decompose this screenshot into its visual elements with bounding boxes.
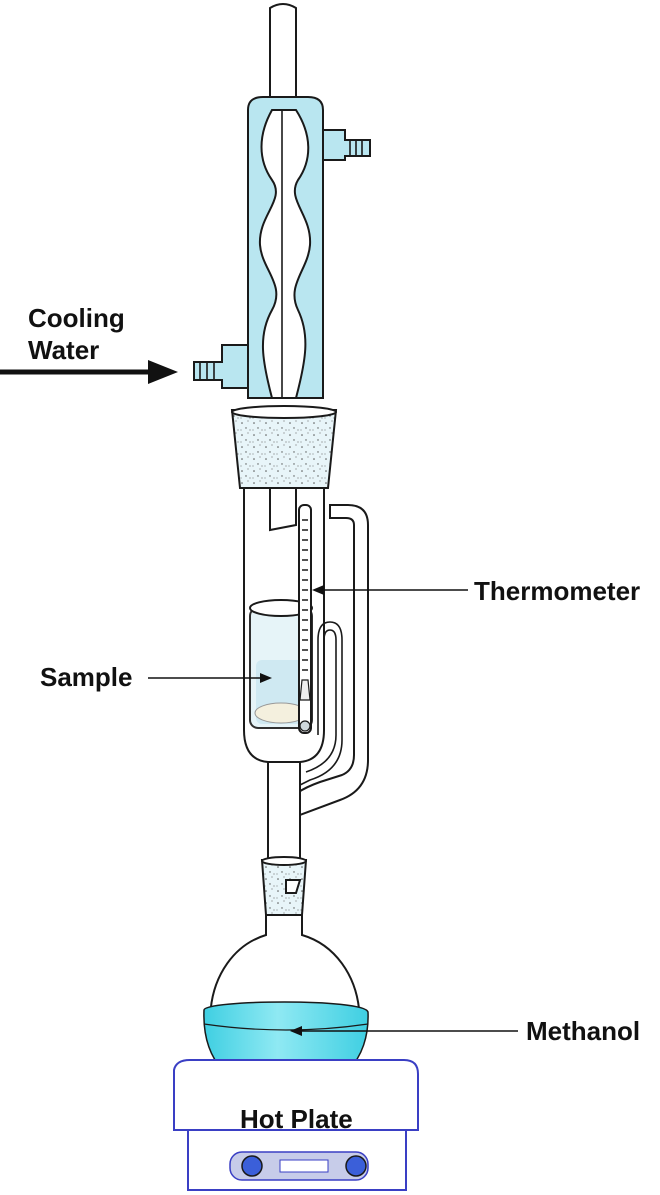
condenser-inner-tube-top: [269, 3, 297, 111]
hot-plate-knob-left: [241, 1155, 263, 1177]
methanol-meniscus: [203, 1023, 369, 1031]
water-outlet-arm: [322, 129, 371, 161]
methanol-pointer-head: [290, 1026, 302, 1036]
thermometer: [298, 504, 312, 734]
hot-plate-top: [173, 1059, 419, 1131]
lower-ground-glass-joint: [260, 859, 308, 916]
thermometer-adapter: [299, 679, 311, 701]
cooling-water-label-line1: Cooling: [28, 303, 125, 333]
water-outlet-ribs: [349, 140, 363, 156]
hot-plate-display: [279, 1159, 329, 1173]
sample-label: Sample: [40, 662, 133, 692]
cooling-water-label-line2: Water: [28, 335, 99, 365]
hot-plate-label: Hot Plate: [240, 1104, 353, 1134]
thermometer-label: Thermometer: [474, 576, 640, 606]
sample-pointer-head: [260, 673, 272, 683]
condenser: [193, 3, 371, 399]
sample-thimble: [249, 599, 313, 729]
lower-joint-rim: [261, 856, 307, 866]
upper-ground-glass-joint: [230, 409, 338, 489]
cooling-water-arrowhead: [148, 360, 178, 384]
extractor-lower-neck: [267, 761, 301, 863]
siphon-tube-inner: [305, 629, 337, 773]
thermometer-bulb: [299, 720, 311, 732]
thermometer-pointer-head: [312, 585, 324, 595]
water-inlet-ribs: [199, 362, 215, 380]
condenser-drip-tip: [269, 487, 297, 532]
thermometer-scale: [302, 519, 308, 671]
thermometer-stem: [298, 504, 312, 734]
siphon-tube-outer: [299, 621, 343, 786]
hot-plate: [173, 1059, 419, 1191]
methanol-label: Methanol: [526, 1016, 640, 1046]
return-tube-tip: [285, 879, 302, 894]
hot-plate-knob-right: [345, 1155, 367, 1177]
upper-joint-rim: [231, 405, 337, 419]
condenser-bulbed-inner-tube: [258, 109, 312, 399]
water-inlet-arm: [193, 344, 249, 389]
